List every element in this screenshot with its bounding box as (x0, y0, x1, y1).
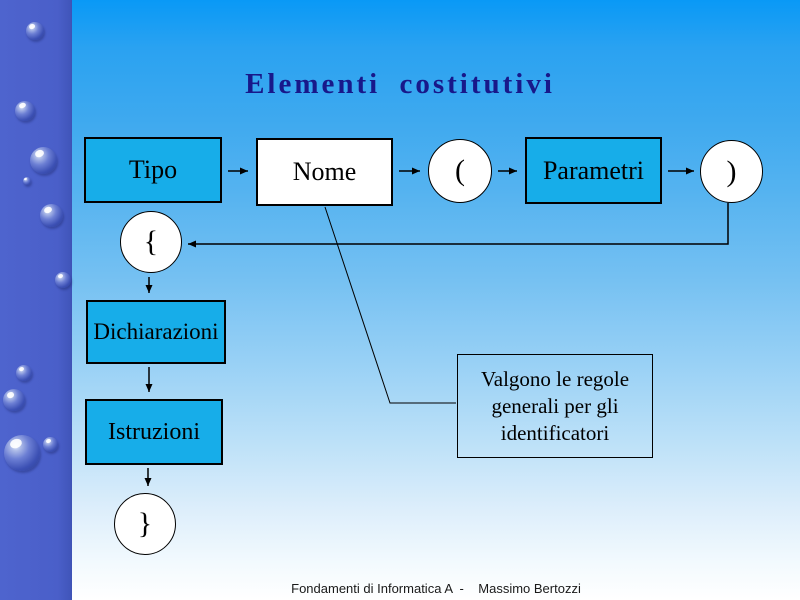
water-droplet-icon (15, 101, 35, 121)
water-droplet-icon (40, 204, 63, 227)
flow-node-nome: Nome (256, 138, 393, 206)
slide-title: Elementi costitutivi (245, 68, 555, 100)
water-droplet-icon (43, 437, 58, 452)
water-droplet-icon (4, 435, 40, 471)
callout-line-nome-note (324, 206, 456, 404)
flow-node-close-paren: ) (700, 140, 763, 203)
water-droplet-icon (55, 272, 71, 288)
flow-node-tipo: Tipo (84, 137, 222, 203)
note-box: Valgono le regole generali per gli ident… (457, 354, 653, 458)
flow-node-dichiarazioni: Dichiarazioni (86, 300, 226, 364)
note-line: Valgono le regole (480, 366, 630, 391)
water-droplet-icon (30, 147, 57, 174)
flow-node-istruzioni: Istruzioni (85, 399, 223, 465)
slide-footer: Fondamenti di Informatica A - Massimo Be… (291, 581, 581, 596)
flow-node-close-brace: } (114, 493, 176, 555)
water-droplet-icon (26, 22, 44, 40)
flow-node-parametri: Parametri (525, 137, 662, 204)
water-droplet-icon (3, 389, 25, 411)
arrow-closeparen-openbrace (188, 203, 729, 248)
sidebar-decoration (0, 0, 72, 600)
note-line: identificatori (500, 420, 610, 445)
flow-node-open-paren: ( (428, 139, 492, 203)
water-droplet-icon (23, 177, 31, 185)
note-line: generali per gli (491, 393, 619, 418)
flow-node-open-brace: { (120, 211, 182, 273)
water-droplet-icon (16, 365, 32, 381)
